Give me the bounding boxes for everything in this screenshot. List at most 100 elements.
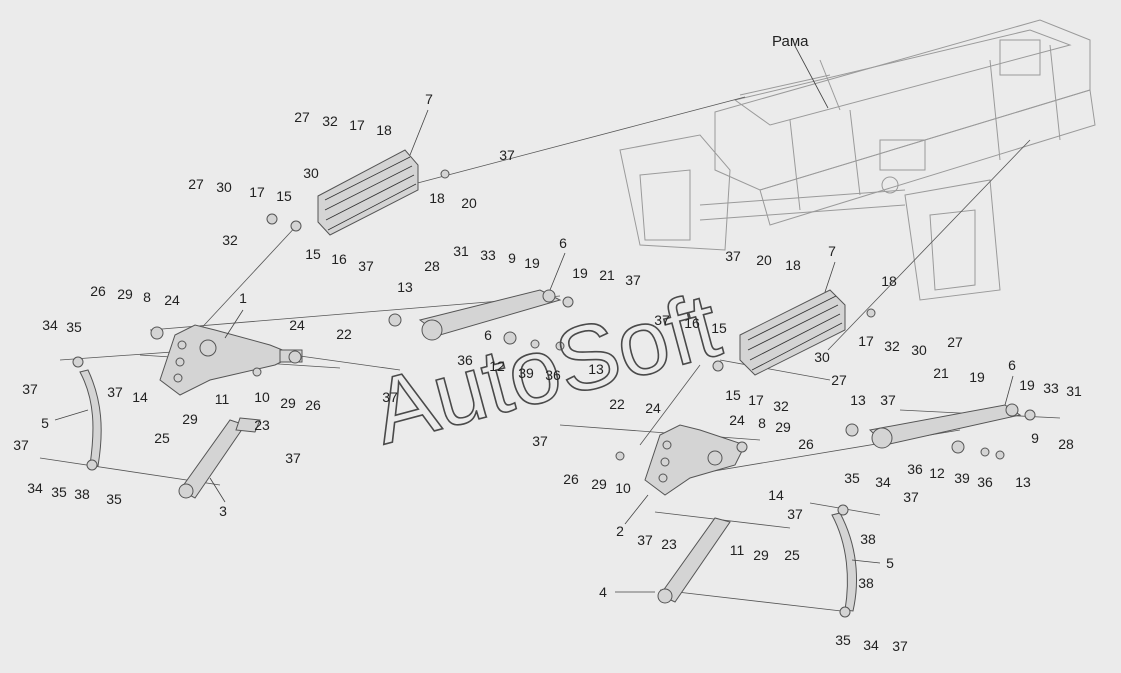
part-label-13: 13 xyxy=(1015,474,1031,490)
part-label-24: 24 xyxy=(645,400,661,416)
part-label-4: 4 xyxy=(599,584,607,600)
part-label-37: 37 xyxy=(637,532,653,548)
part-label-33: 33 xyxy=(1043,380,1059,396)
part-label-27: 27 xyxy=(831,372,847,388)
rod-left xyxy=(79,369,102,467)
part-label-37: 37 xyxy=(382,389,398,405)
rod-right xyxy=(831,512,857,612)
part-label-8: 8 xyxy=(758,415,766,431)
part-label-39: 39 xyxy=(954,470,970,486)
part-label-15: 15 xyxy=(725,387,741,403)
part-label-13: 13 xyxy=(588,361,604,377)
part-label-25: 25 xyxy=(784,547,800,563)
part-label-37: 37 xyxy=(532,433,548,449)
strut-right xyxy=(868,403,1022,449)
vehicle-frame xyxy=(619,19,1096,301)
part-label-35: 35 xyxy=(106,491,122,507)
part-label-34: 34 xyxy=(875,474,891,490)
part-label-17: 17 xyxy=(748,392,764,408)
part-label-36: 36 xyxy=(457,352,473,368)
part-label-1: 1 xyxy=(239,290,247,306)
part-label-32: 32 xyxy=(322,113,338,129)
part-label-37: 37 xyxy=(107,384,123,400)
part-label-20: 20 xyxy=(461,195,477,211)
part-label-20: 20 xyxy=(756,252,772,268)
part-label-26: 26 xyxy=(798,436,814,452)
part-label-27: 27 xyxy=(947,334,963,350)
part-label-12: 12 xyxy=(929,465,945,481)
part-label-29: 29 xyxy=(117,286,133,302)
part-label-37: 37 xyxy=(654,312,670,328)
part-label-21: 21 xyxy=(599,267,615,283)
part-label-27: 27 xyxy=(294,109,310,125)
part-label-7: 7 xyxy=(425,91,433,107)
part-label-2: 2 xyxy=(616,523,624,539)
part-label-23: 23 xyxy=(661,536,677,552)
part-label-37: 37 xyxy=(892,638,908,654)
part-label-26: 26 xyxy=(305,397,321,413)
part-label-30: 30 xyxy=(216,179,232,195)
lever-left xyxy=(178,417,261,499)
part-label-25: 25 xyxy=(154,430,170,446)
part-label-31: 31 xyxy=(1066,383,1082,399)
part-label-12: 12 xyxy=(489,358,505,374)
part-label-5: 5 xyxy=(886,555,894,571)
part-label-36: 36 xyxy=(907,461,923,477)
part-label-38: 38 xyxy=(74,486,90,502)
part-label-14: 14 xyxy=(768,487,784,503)
part-label-18: 18 xyxy=(429,190,445,206)
part-label-30: 30 xyxy=(814,349,830,365)
part-label-9: 9 xyxy=(508,250,516,266)
part-label-7: 7 xyxy=(828,243,836,259)
part-label-24: 24 xyxy=(729,412,745,428)
part-label-35: 35 xyxy=(66,319,82,335)
part-label-18: 18 xyxy=(785,257,801,273)
part-label-37: 37 xyxy=(22,381,38,397)
part-label-11: 11 xyxy=(730,542,745,558)
part-label-18: 18 xyxy=(881,273,897,289)
part-label-27: 27 xyxy=(188,176,204,192)
part-label-37: 37 xyxy=(787,506,803,522)
part-label-19: 19 xyxy=(524,255,540,271)
part-label-35: 35 xyxy=(51,484,67,500)
frame-label: Рама xyxy=(772,33,809,50)
part-label-16: 16 xyxy=(684,315,700,331)
part-label-28: 28 xyxy=(424,258,440,274)
part-label-30: 30 xyxy=(303,165,319,181)
part-label-23: 23 xyxy=(254,417,270,433)
part-label-24: 24 xyxy=(289,317,305,333)
spring-right xyxy=(712,289,876,376)
part-label-6: 6 xyxy=(559,235,567,251)
part-label-19: 19 xyxy=(572,265,588,281)
part-label-29: 29 xyxy=(753,547,769,563)
part-label-30: 30 xyxy=(911,342,927,358)
part-label-14: 14 xyxy=(132,389,148,405)
part-label-28: 28 xyxy=(1058,436,1074,452)
strut-left xyxy=(418,289,562,341)
part-label-3: 3 xyxy=(219,503,227,519)
part-label-37: 37 xyxy=(625,272,641,288)
part-label-5: 5 xyxy=(41,415,49,431)
part-label-37: 37 xyxy=(880,392,896,408)
part-label-26: 26 xyxy=(563,471,579,487)
part-label-33: 33 xyxy=(480,247,496,263)
part-label-32: 32 xyxy=(884,338,900,354)
part-label-37: 37 xyxy=(903,489,919,505)
part-label-37: 37 xyxy=(499,147,515,163)
part-label-29: 29 xyxy=(280,395,296,411)
part-label-31: 31 xyxy=(453,243,469,259)
part-label-38: 38 xyxy=(858,575,874,591)
part-label-36: 36 xyxy=(977,474,993,490)
part-label-18: 18 xyxy=(376,122,392,138)
part-label-10: 10 xyxy=(615,480,631,496)
part-label-8: 8 xyxy=(143,289,151,305)
part-label-37: 37 xyxy=(358,258,374,274)
part-label-15: 15 xyxy=(305,246,321,262)
washers xyxy=(72,296,1036,618)
part-label-32: 32 xyxy=(222,232,238,248)
part-label-26: 26 xyxy=(90,283,106,299)
part-label-35: 35 xyxy=(844,470,860,486)
